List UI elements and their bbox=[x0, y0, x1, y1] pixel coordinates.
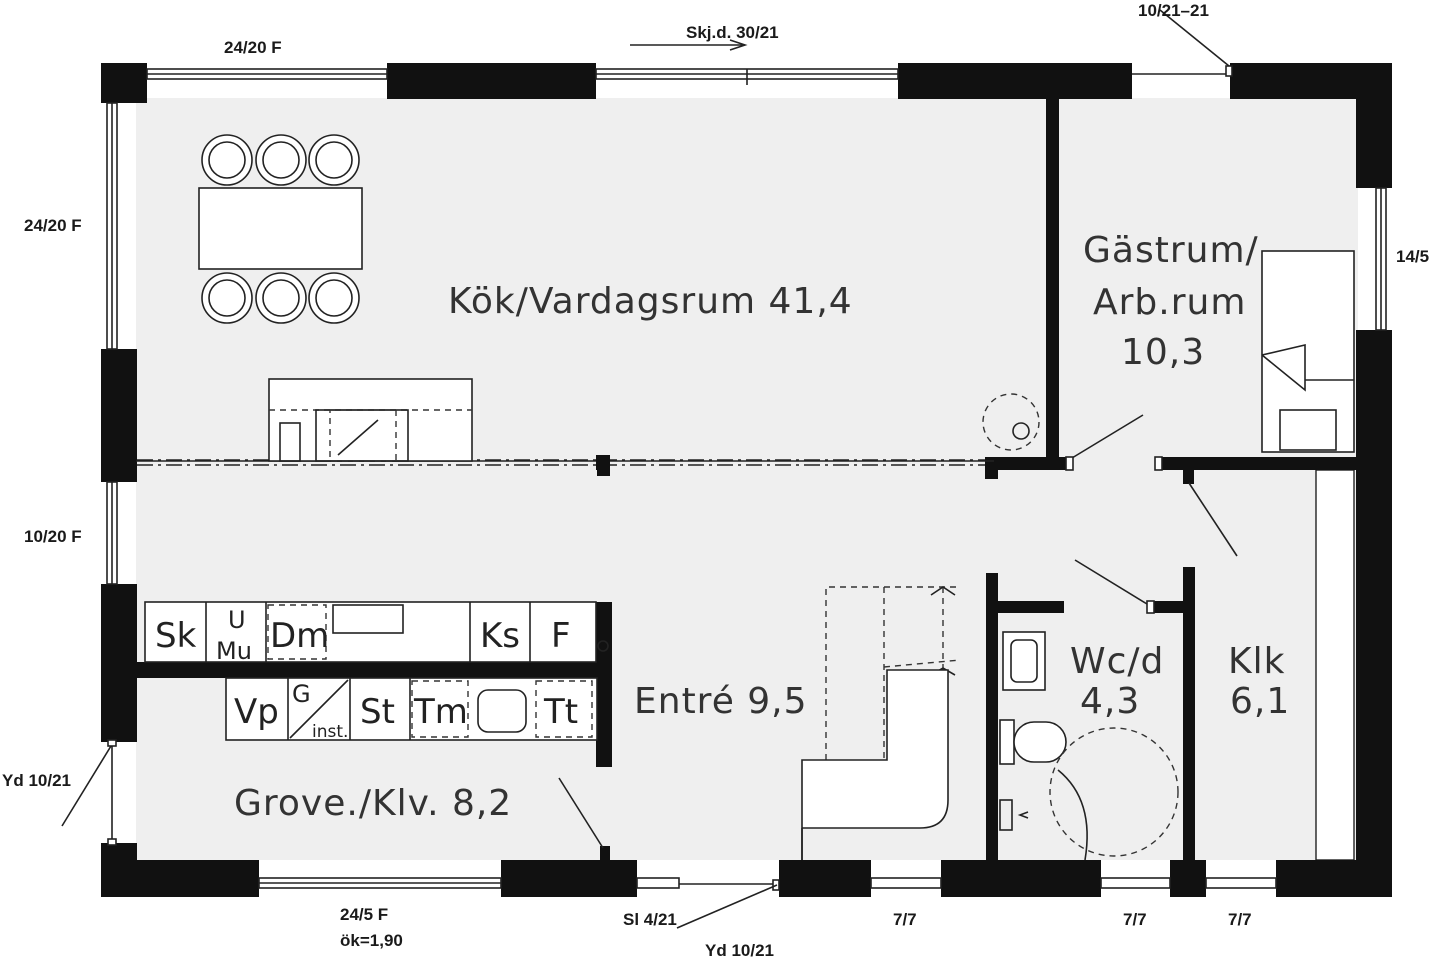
wall-segment bbox=[101, 63, 137, 103]
dim-top-door-right: 10/21–21 bbox=[1138, 1, 1209, 20]
dryer-label: Tt bbox=[543, 692, 578, 732]
dim-bottom-window-line2: ök=1,90 bbox=[340, 931, 403, 950]
microwave-label-top: U bbox=[228, 606, 246, 634]
bed bbox=[1261, 250, 1355, 453]
guest-room-label-line1: Gästrum/ bbox=[1083, 230, 1259, 271]
dim-bottom-window-a: 7/7 bbox=[893, 910, 917, 929]
exterior-walls bbox=[101, 63, 1392, 897]
windows bbox=[106, 65, 1387, 891]
wall-segment bbox=[1356, 63, 1392, 188]
wc-fixtures bbox=[999, 631, 1179, 861]
fridge-label: Ks bbox=[480, 616, 520, 656]
dim-bottom-sidelight: Sl 4/21 bbox=[623, 910, 677, 929]
wc-area: 4,3 bbox=[1080, 681, 1140, 722]
wall-segment bbox=[898, 63, 1132, 99]
chair bbox=[201, 134, 360, 324]
wall-segment bbox=[600, 846, 610, 860]
dim-top-sliding-door: Skj.d. 30/21 bbox=[686, 23, 779, 42]
room-labels: Kök/Vardagsrum 41,4 Gästrum/ Arb.rum 10,… bbox=[234, 230, 1290, 824]
wc-label: Wc/d bbox=[1070, 641, 1164, 682]
window bbox=[1100, 877, 1171, 889]
dim-bottom-window-line1: 24/5 F bbox=[340, 905, 388, 924]
utility-label: Grove./Klv. 8,2 bbox=[234, 783, 512, 824]
dining-set bbox=[198, 134, 363, 324]
dim-bottom-window-b: 7/7 bbox=[1123, 910, 1147, 929]
wall-segment bbox=[1170, 860, 1206, 897]
wall-segment bbox=[985, 457, 1072, 470]
wall-segment bbox=[1183, 470, 1194, 484]
staircase bbox=[801, 586, 961, 860]
wall-segment bbox=[1148, 601, 1183, 613]
interior-walls bbox=[136, 99, 1356, 860]
wall-segment bbox=[1276, 860, 1392, 897]
dim-bottom-window-c: 7/7 bbox=[1228, 910, 1252, 929]
wall-segment bbox=[1183, 567, 1195, 860]
dim-left-exterior-door: Yd 10/21 bbox=[2, 771, 71, 790]
microwave-label-bottom: Mu bbox=[216, 637, 252, 665]
wall-segment bbox=[1046, 99, 1059, 469]
wall-segment bbox=[941, 860, 1101, 897]
installation-label-bottom: inst. bbox=[312, 722, 348, 742]
wall-segment bbox=[998, 601, 1064, 613]
dining-table bbox=[198, 187, 363, 270]
dim-bottom-entry-door: Yd 10/21 bbox=[705, 941, 774, 960]
dim-top-window-left: 24/20 F bbox=[224, 38, 282, 57]
wall-segment bbox=[779, 860, 871, 897]
column bbox=[596, 455, 610, 470]
wall-segment bbox=[1356, 330, 1392, 897]
cabinet-label: St bbox=[360, 692, 395, 732]
window bbox=[1205, 877, 1277, 889]
dim-left-window-upper: 24/20 F bbox=[24, 216, 82, 235]
guest-room-label-line2: Arb.rum bbox=[1093, 282, 1246, 323]
wall-segment bbox=[985, 457, 998, 479]
window bbox=[636, 877, 680, 889]
utility-counter bbox=[225, 677, 598, 741]
dim-left-window-lower: 10/20 F bbox=[24, 527, 82, 546]
wall-segment bbox=[136, 662, 612, 678]
guest-room-area: 10,3 bbox=[1121, 332, 1205, 373]
dishwasher-label: Dm bbox=[270, 616, 329, 656]
wall-segment bbox=[387, 63, 596, 99]
wall-segment bbox=[986, 573, 998, 860]
washer-label: Tm bbox=[413, 692, 468, 732]
wall-segment bbox=[501, 860, 637, 897]
wall-segment bbox=[1155, 457, 1356, 470]
fixture-labels: Sk U Mu Dm Ks F Vp G inst. St Tm Tt bbox=[155, 606, 578, 742]
closet-area: 6,1 bbox=[1230, 681, 1290, 722]
window bbox=[870, 877, 942, 889]
closet-label: Klk bbox=[1228, 641, 1285, 682]
washbasin bbox=[1002, 631, 1046, 691]
wall-segment bbox=[101, 349, 137, 482]
washbasin-label: Vp bbox=[234, 692, 279, 732]
kitchen-living-label: Kök/Vardagsrum 41,4 bbox=[448, 281, 853, 322]
sink-label: Sk bbox=[155, 616, 197, 656]
installation-label-top: G bbox=[292, 680, 311, 708]
kitchen-island bbox=[268, 378, 473, 462]
kitchen-counter bbox=[144, 601, 609, 663]
wall-segment bbox=[101, 584, 137, 742]
wall-segment bbox=[101, 860, 259, 897]
freezer-label: F bbox=[551, 616, 571, 656]
toilet bbox=[999, 719, 1015, 765]
pillar-outline bbox=[982, 393, 1040, 451]
closet-floor-strip bbox=[1315, 469, 1355, 861]
wall-segment bbox=[596, 602, 612, 767]
entry-label: Entré 9,5 bbox=[634, 681, 808, 722]
dim-right-window: 14/5 bbox=[1396, 247, 1429, 266]
